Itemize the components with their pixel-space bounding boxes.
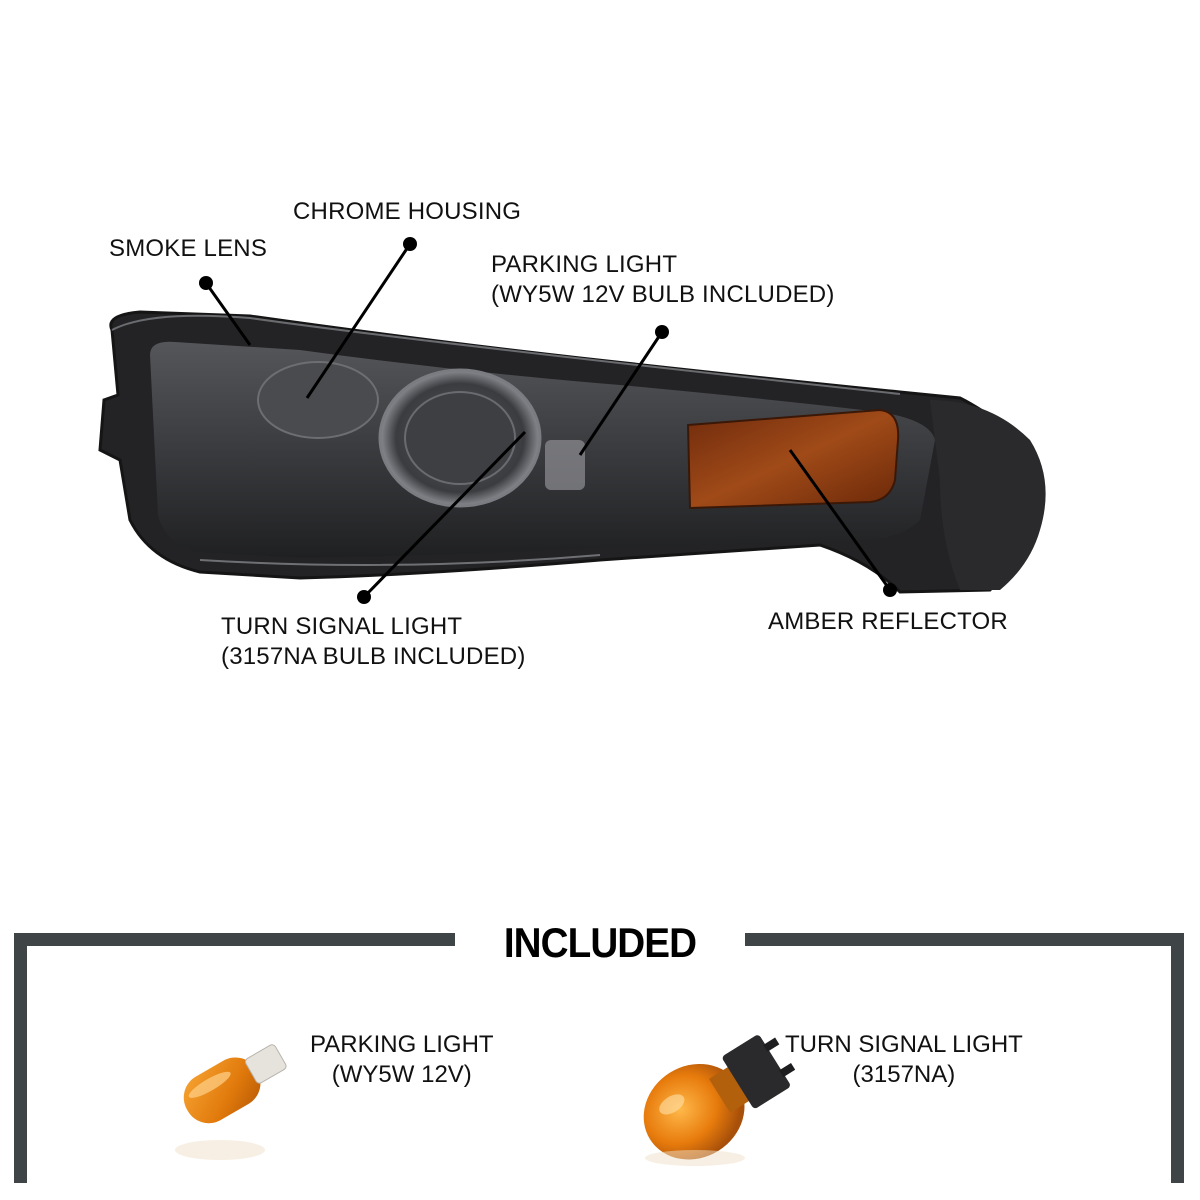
chrome-housing-label: CHROME HOUSING — [293, 198, 522, 225]
parking-bulb-socket — [545, 440, 585, 490]
callout-label-chrome-housing: CHROME HOUSING — [293, 197, 521, 227]
turn-signal-label: TURN SIGNAL LIGHT — [221, 613, 463, 640]
chrome-housing-shape — [257, 361, 379, 439]
parking-light-label: PARKING LIGHT — [491, 251, 678, 278]
callout-label-turn-signal: TURN SIGNAL LIGHT (3157NA BULB INCLUDED) — [221, 612, 526, 672]
callout-parking-light — [578, 325, 669, 456]
turn-signal-bulb-label: (3157NA BULB INCLUDED) — [221, 643, 526, 670]
included-parking-label: PARKING LIGHT — [310, 1031, 494, 1058]
included-title-gap — [455, 925, 745, 955]
amber-reflector-label: AMBER REFLECTOR — [768, 608, 1008, 635]
3157-bulb-amber-icon — [643, 1035, 795, 1166]
product-image — [98, 237, 1046, 604]
included-item-parking-light: PARKING LIGHT (WY5W 12V) — [310, 1030, 494, 1090]
wedge-bulb-amber-icon — [175, 1044, 287, 1160]
included-title: INCLUDED — [503, 919, 697, 966]
callout-label-smoke-lens: SMOKE LENS — [109, 234, 267, 264]
included-frame — [14, 933, 1184, 1183]
included-parking-bulb: (WY5W 12V) — [331, 1061, 472, 1088]
amber-reflector-shape — [686, 408, 900, 510]
mounting-tab — [930, 400, 1046, 590]
included-turn-signal-label: TURN SIGNAL LIGHT — [785, 1031, 1023, 1058]
callout-smoke-lens — [199, 276, 252, 346]
included-item-turn-signal: TURN SIGNAL LIGHT (3157NA) — [785, 1030, 1023, 1090]
callout-turn-signal — [357, 430, 527, 604]
parking-light-bulb-label: (WY5W 12V BULB INCLUDED) — [491, 281, 835, 308]
smoke-lens-label: SMOKE LENS — [109, 235, 268, 262]
callout-label-parking-light: PARKING LIGHT (WY5W 12V BULB INCLUDED) — [491, 250, 835, 310]
callout-amber-reflector — [788, 449, 897, 597]
included-turn-signal-bulb: (3157NA) — [852, 1061, 956, 1088]
callout-chrome-housing — [305, 237, 417, 399]
callout-label-amber-reflector: AMBER REFLECTOR — [768, 607, 1008, 637]
